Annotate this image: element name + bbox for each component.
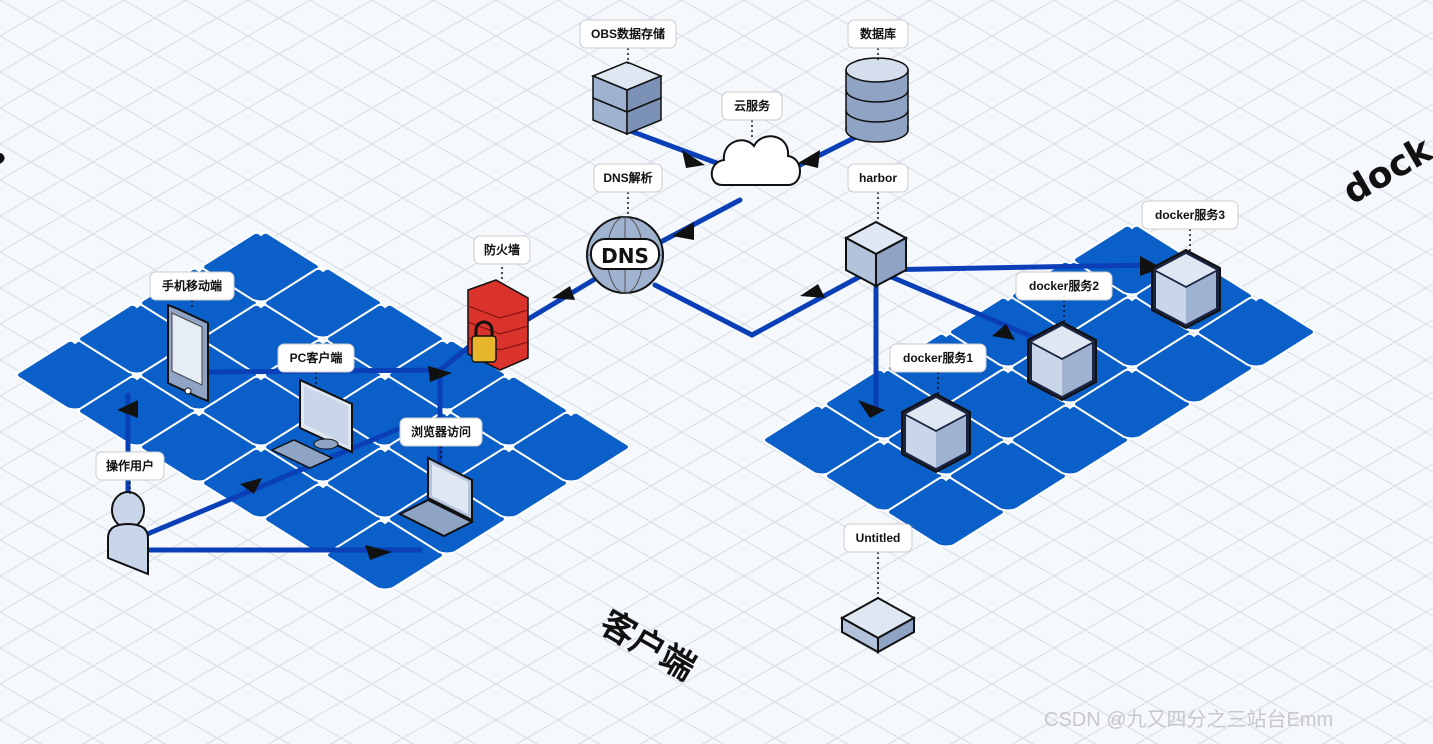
- docker1-container-icon[interactable]: [901, 392, 971, 474]
- svg-text:docker服务2: docker服务2: [1029, 278, 1099, 293]
- dns-icon-text: DNS: [601, 244, 649, 268]
- docker3-container-icon[interactable]: [1151, 248, 1221, 330]
- svg-text:手机移动端: 手机移动端: [162, 278, 222, 293]
- database-icon[interactable]: [845, 57, 909, 143]
- label-leaders: [129, 48, 1191, 600]
- arrow-harbor-docker2: [992, 324, 1015, 340]
- arrow-cloud-dns: [672, 222, 694, 240]
- dns-globe-icon[interactable]: DNS: [586, 216, 664, 294]
- mobile-phone-icon[interactable]: [167, 303, 209, 403]
- arrow-user-mobile: [117, 400, 138, 418]
- label-pc: PC客户端: [277, 343, 355, 373]
- arrowheads: [117, 150, 1162, 560]
- svg-text:云服务: 云服务: [734, 98, 771, 113]
- watermark: CSDN @九又四分之三站台Emm: [1044, 708, 1333, 731]
- client-tile: [326, 303, 444, 375]
- label-browser: 浏览器访问: [399, 417, 483, 447]
- obs-server-icon[interactable]: [591, 61, 663, 136]
- svg-text:PC客户端: PC客户端: [290, 350, 343, 365]
- label-user: 操作用户: [95, 451, 165, 481]
- arrow-obs-cloud: [682, 150, 705, 168]
- label-obs: OBS数据存储: [579, 19, 677, 49]
- client-tile: [264, 267, 382, 339]
- laptop-icon[interactable]: [397, 456, 475, 538]
- cloud-icon[interactable]: [710, 135, 801, 186]
- arrow-pc-firewall: [428, 366, 452, 382]
- label-mobile: 手机移动端: [149, 271, 235, 301]
- label-untitled: Untitled: [843, 523, 913, 553]
- svg-text:docker服务1: docker服务1: [903, 350, 973, 365]
- label-docker1: docker服务1: [889, 343, 987, 373]
- user-person-icon[interactable]: [107, 491, 149, 576]
- svg-text:harbor: harbor: [859, 171, 897, 185]
- untitled-block-icon[interactable]: [839, 596, 917, 654]
- label-docker3: docker服务3: [1141, 200, 1239, 230]
- label-cloud: 云服务: [721, 91, 783, 121]
- pc-monitor-icon[interactable]: [299, 378, 353, 454]
- label-firewall: 防火墙: [473, 235, 531, 265]
- label-docker2: docker服务2: [1015, 271, 1113, 301]
- svg-text:操作用户: 操作用户: [106, 458, 154, 473]
- label-harbor: harbor: [847, 163, 909, 193]
- lock-icon: [471, 320, 497, 363]
- svg-text:DNS解析: DNS解析: [603, 170, 652, 185]
- arrow-db-cloud: [798, 150, 820, 168]
- arrow-user-pc: [240, 478, 262, 494]
- arrow-harbor-docker3: [1140, 256, 1162, 276]
- svg-text:OBS数据存储: OBS数据存储: [591, 26, 665, 41]
- client-tile: [512, 411, 630, 483]
- docker2-container-icon[interactable]: [1027, 320, 1097, 402]
- keyboard-icon: [270, 439, 334, 469]
- label-database: 数据库: [847, 19, 909, 49]
- svg-text:浏览器访问: 浏览器访问: [411, 424, 471, 439]
- svg-text:Untitled: Untitled: [856, 531, 901, 545]
- arrow-user-browser: [365, 545, 392, 560]
- arrow-harbor-docker1: [858, 400, 885, 418]
- svg-text:数据库: 数据库: [860, 26, 896, 41]
- docker-tile: [1197, 296, 1315, 368]
- svg-text:docker服务3: docker服务3: [1155, 207, 1225, 222]
- arrow-dns-harbor: [800, 284, 825, 298]
- arrow-firewall-dns: [552, 286, 575, 300]
- firewall-icon[interactable]: [467, 279, 529, 371]
- svg-text:防火墙: 防火墙: [484, 242, 520, 257]
- harbor-cube-icon[interactable]: [843, 220, 909, 288]
- label-dns: DNS解析: [593, 163, 663, 193]
